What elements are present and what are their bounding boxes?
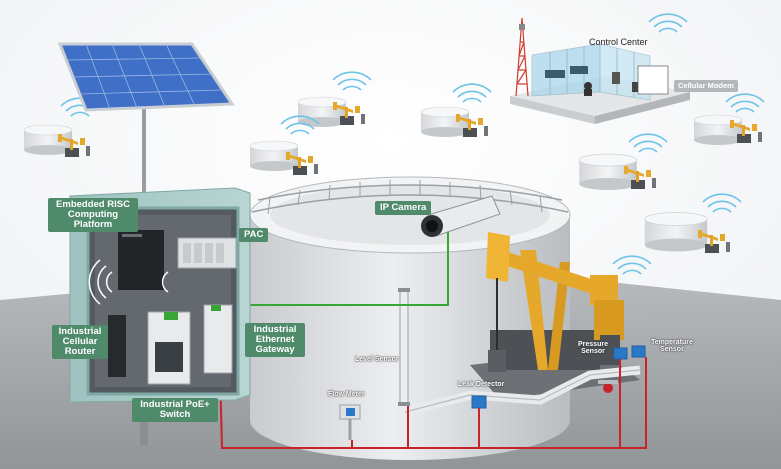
leak-detector xyxy=(471,395,487,409)
storage-tank xyxy=(249,176,571,460)
temperature-sensor-label: Temperature Sensor xyxy=(651,339,693,354)
remote-tank-2 xyxy=(297,96,347,128)
industrial-cellular-router-label: Industrial Cellular Router xyxy=(52,325,108,359)
ethernet-gateway-label-line1: Industrial xyxy=(253,324,297,335)
industrial-poe-switch-label: Industrial PoE+ Switch xyxy=(132,398,218,422)
remote-tank-7 xyxy=(644,212,708,252)
cellular-router-label-line3: Router xyxy=(64,345,96,357)
ethernet-gateway-label-line3: Gateway xyxy=(255,343,295,355)
pumpjack xyxy=(470,232,640,400)
pressure-sensor xyxy=(613,347,628,360)
pac-label: PAC xyxy=(239,228,269,242)
flow-meter-label: Flow Meter xyxy=(328,391,365,398)
pressure-sensor-label: Pressure Sensor xyxy=(578,341,608,356)
control-center-label: Control Center xyxy=(589,37,648,47)
ethernet-gateway-label-line2: Ethernet xyxy=(255,333,295,345)
poe-switch-label-line2: Switch xyxy=(159,408,191,420)
ip-camera xyxy=(421,195,501,237)
control-cabinet xyxy=(69,187,251,445)
leak-detector-label: Leak Detector xyxy=(458,381,505,388)
embedded-risc-label-line3: Platform xyxy=(73,218,113,230)
remote-tank-6 xyxy=(578,153,638,191)
level-sensor-label: Level Sensor xyxy=(355,356,399,363)
remote-tank-5 xyxy=(693,114,743,146)
temperature-sensor-label-line2: Sensor xyxy=(660,346,684,354)
embedded-risc-label-line2: Computing xyxy=(67,208,119,220)
solar-panel xyxy=(57,42,235,192)
cellular-modem-label: Cellular Modem xyxy=(674,80,738,92)
pipeline xyxy=(403,365,641,417)
flow-meter xyxy=(339,404,361,440)
ip-camera-label: IP Camera xyxy=(375,201,432,215)
embedded-risc-computing-platform-label: Embedded RISC Computing Platform xyxy=(48,198,138,232)
temperature-sensor xyxy=(631,345,646,358)
poe-switch-label-line1: Industrial PoE+ xyxy=(140,399,210,410)
communication-tower xyxy=(515,17,529,97)
cellular-router-label-line2: Cellular xyxy=(62,335,98,347)
industrial-ethernet-gateway-label: Industrial Ethernet Gateway xyxy=(245,323,305,357)
remote-tank-3 xyxy=(420,106,470,138)
temperature-sensor-label-line1: Temperature xyxy=(651,339,693,346)
pressure-sensor-label-line1: Pressure xyxy=(578,341,608,348)
control-center-building xyxy=(510,43,690,124)
pressure-sensor-label-line2: Sensor xyxy=(581,348,605,356)
embedded-risc-label-line1: Embedded RISC xyxy=(56,199,130,210)
cellular-router-label-line1: Industrial xyxy=(58,326,102,337)
